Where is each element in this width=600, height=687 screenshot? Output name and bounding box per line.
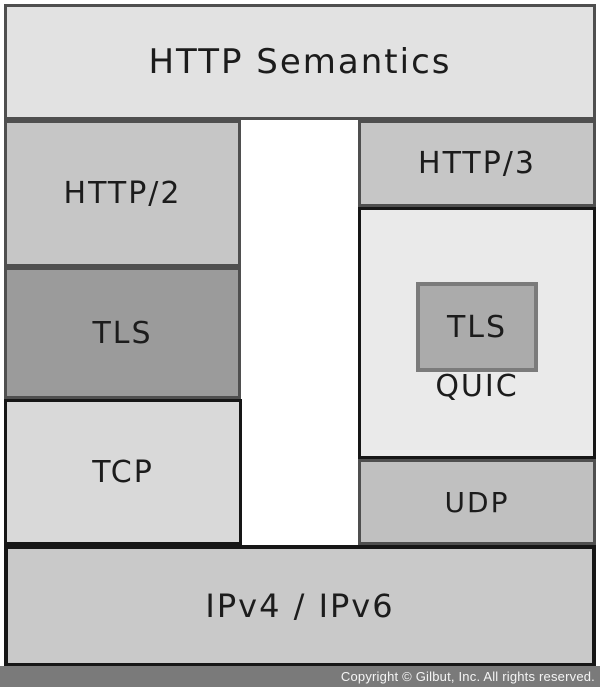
udp-box: UDP [358,459,596,545]
tcp-box: TCP [4,399,242,545]
http-semantics-label: HTTP Semantics [148,42,452,82]
quic-box: TLS QUIC [358,207,596,459]
tls-in-quic-label: TLS [446,309,508,345]
http2-label: HTTP/2 [63,176,182,211]
ipv4-ipv6-box: IPv4 / IPv6 [4,545,596,667]
copyright-bar: Copyright © Gilbut, Inc. All rights rese… [0,666,600,687]
http3-box: HTTP/3 [358,120,596,207]
quic-contents: TLS QUIC [361,210,593,408]
ipv4-ipv6-label: IPv4 / IPv6 [205,587,395,625]
copyright-text: Copyright © Gilbut, Inc. All rights rese… [340,669,595,684]
quic-label: QUIC [435,368,519,404]
http-semantics-box: HTTP Semantics [4,4,596,120]
http3-label: HTTP/3 [418,146,536,181]
tls-left-label: TLS [92,315,153,351]
tls-in-quic-box: TLS [416,282,538,372]
tls-over-tcp-box: TLS [4,267,241,399]
http2-box: HTTP/2 [4,120,241,267]
tcp-label: TCP [92,454,154,490]
quic-label-row: QUIC [435,364,518,408]
udp-label: UDP [444,485,510,519]
